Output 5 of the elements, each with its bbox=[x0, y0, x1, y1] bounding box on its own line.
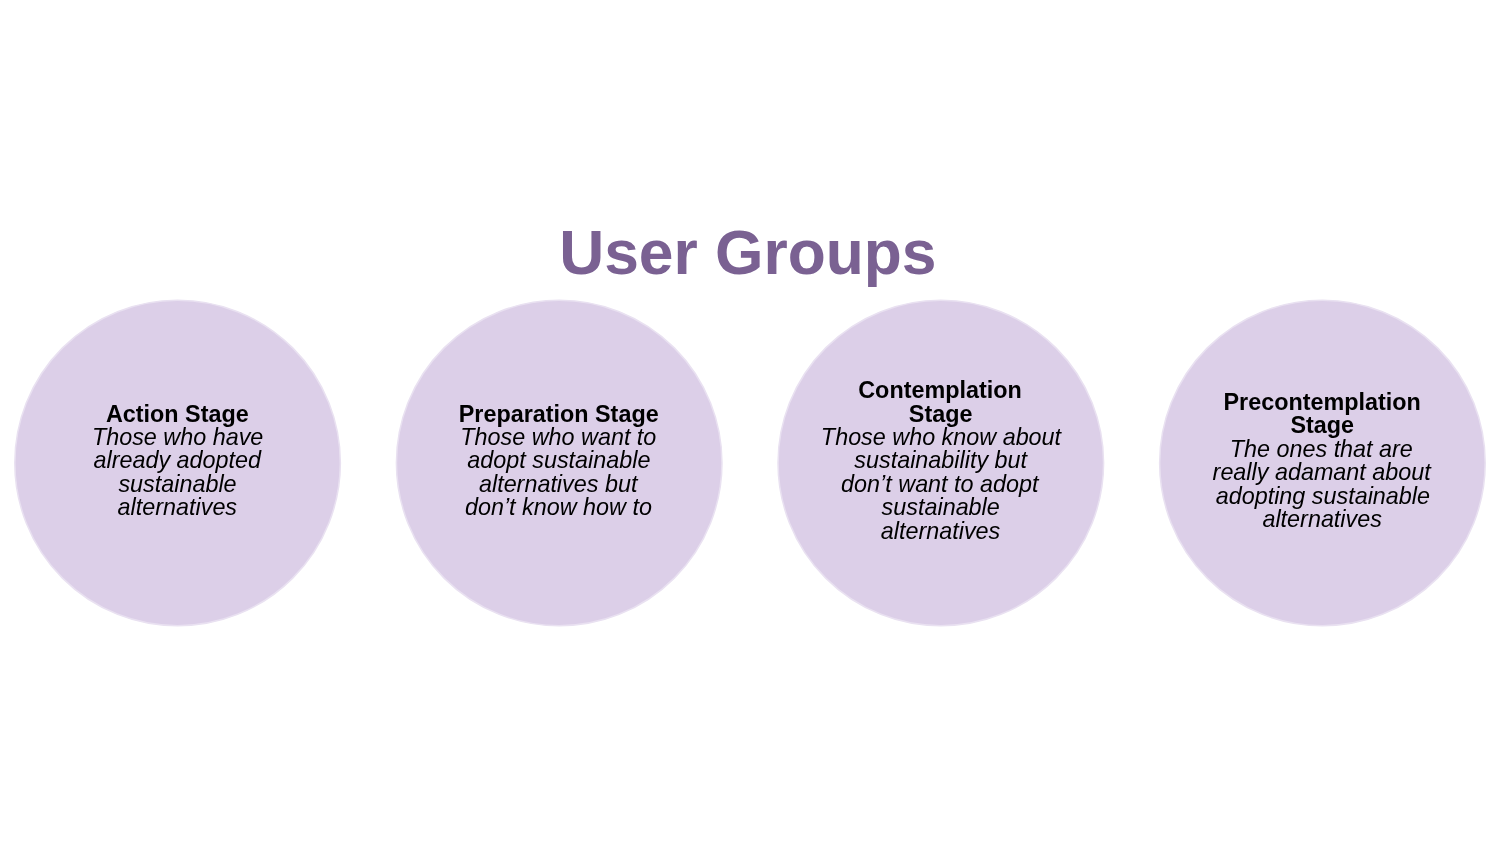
node-circle: Precontemplation Stage The ones that are really adamant about adopting sustainable alternatives bbox=[1158, 298, 1486, 627]
node-circle: Action Stage Those who have already adopted sustainable alternatives bbox=[14, 298, 342, 627]
diagram-title: User Groups bbox=[559, 217, 937, 287]
node-circle: Contemplation Stage Those who know about sustainability but don’t want to adopt sustainable alternatives bbox=[777, 298, 1105, 627]
node-circle: Preparation Stage Those who want to adopt sustainable alternatives but don’t know how to bbox=[395, 298, 723, 627]
